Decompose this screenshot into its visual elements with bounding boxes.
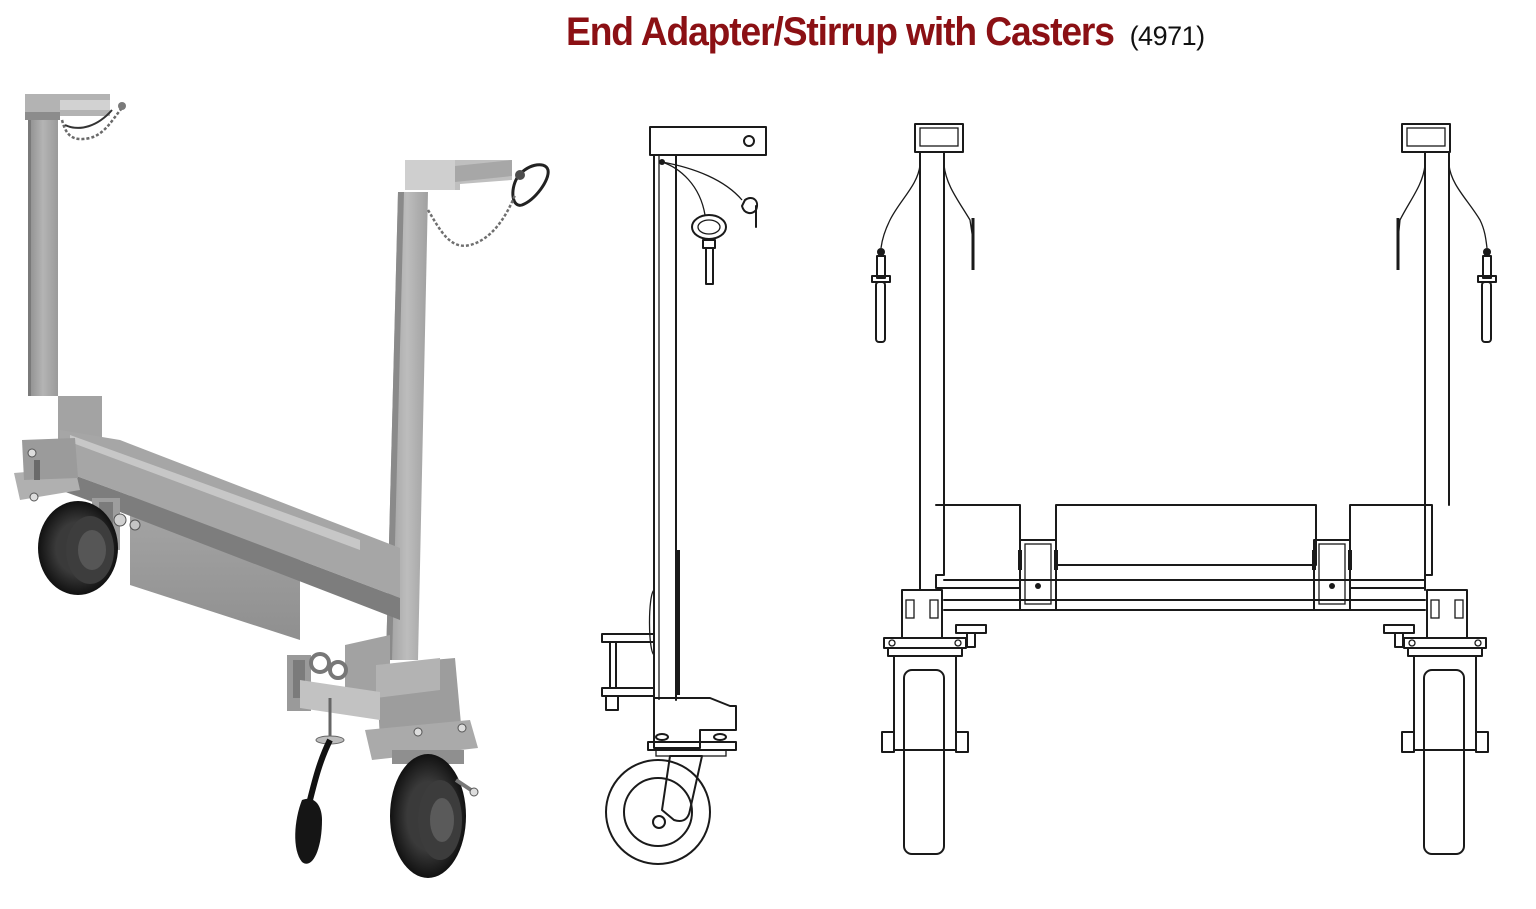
left-foot-drawing — [901, 589, 987, 648]
caster-wheel — [605, 759, 711, 865]
ring-pin — [691, 214, 727, 240]
front-view-drawing — [860, 110, 1536, 870]
lanyard-wire — [661, 161, 706, 216]
side-view-line-art — [601, 126, 767, 865]
right-wheel — [1423, 669, 1465, 855]
side-view-drawing — [590, 110, 790, 870]
base-block — [653, 697, 737, 749]
right-hinge-drawing — [1312, 539, 1352, 611]
left-foot — [14, 438, 80, 502]
left-hinge-drawing — [1018, 539, 1058, 611]
front-view-line-art — [871, 123, 1497, 855]
clamp-handle — [295, 698, 345, 864]
pin-hole — [743, 135, 755, 147]
hitch-clip — [741, 197, 758, 215]
left-pin-head — [877, 248, 885, 256]
right-post — [386, 160, 550, 660]
left-post — [25, 94, 126, 396]
product-photo — [0, 80, 560, 880]
left-caster-drawing — [881, 637, 969, 855]
stirrup-cart-photo-illustration — [14, 94, 550, 878]
right-caster-wheel — [390, 750, 479, 878]
right-caster-drawing — [1401, 637, 1489, 855]
base-rail — [60, 430, 400, 620]
right-pin-head — [1483, 248, 1491, 256]
left-wheel — [903, 669, 945, 855]
product-code: (4971) — [1129, 21, 1206, 51]
left-caster-wheel — [38, 501, 118, 595]
top-arm — [649, 126, 767, 156]
center-plates — [935, 504, 1433, 611]
page-title: End Adapter/Stirrup with Casters (4971) — [566, 6, 1205, 58]
caster-fork — [661, 755, 703, 822]
left-post-drawing — [871, 123, 975, 591]
title-text: End Adapter/Stirrup with Casters — [566, 10, 1115, 54]
right-post-drawing — [1396, 123, 1497, 591]
